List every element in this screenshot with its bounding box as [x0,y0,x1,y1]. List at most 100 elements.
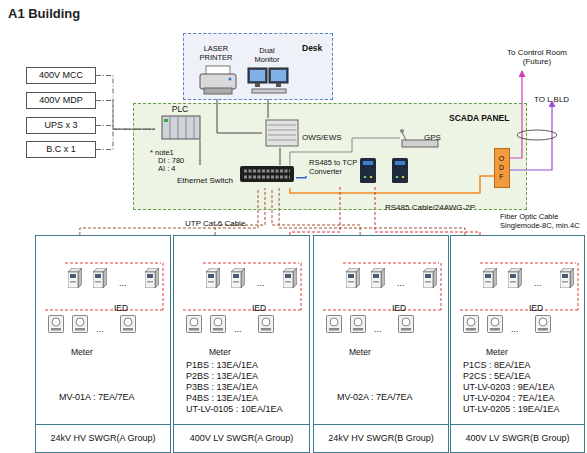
group-footer: 24kV HV SWGR(A Group) [35,424,171,453]
monitor-frame [269,68,288,83]
label-text: 400V LV SWGR(A Group) [190,433,293,444]
connector [200,140,201,165]
note-text: AI : 4 [158,165,176,173]
label-text: Dual Monitor [249,46,285,64]
desk-fill [183,33,333,100]
label-text: 400V LV SWGR(B Group) [466,433,570,444]
panel-fill [133,103,527,210]
ied-icon [283,268,297,288]
plc-led [164,119,168,122]
label-text: RS485 to TCP Converter [309,158,361,176]
text-slot: 400V LV SWGR(A Group) [174,425,309,452]
connector [290,176,494,193]
connector [80,188,258,235]
cable-label: Fiber Optic Cable Singlemode-8C, min.4C [500,212,585,230]
switch-ports [244,171,290,177]
destination-label: TO L BLD [534,95,569,104]
text-slot: ... [234,318,242,336]
printer-led [229,78,232,81]
plc-rack [162,116,200,139]
gps-antenna-tip [400,129,404,133]
label-text: LASER PRINTER [193,44,239,62]
label-text: Meter [209,347,231,357]
ows-device: OWS/EWS [262,118,346,148]
text-slot: ... [96,318,104,336]
label-text: B.C x 1 [46,144,76,155]
text-slot: ... [511,318,519,336]
label-text: P1CS : 8EA/1EA [463,360,531,371]
group-footer: 400V LV SWGR(A Group) [173,424,310,453]
meter-icon [488,316,503,333]
label-text: Ethernet Switch [177,176,233,186]
source-box: 400V MCC [26,67,96,84]
meter-icon [259,316,274,333]
text-slot: OWS/EWS [302,126,342,144]
label-text: ODF [498,154,505,181]
source-box: B.C x 1 [26,141,96,158]
label-text: Meter [349,347,371,357]
connector [96,126,155,130]
label-text: UT-LV-0203 : 9EA/1EA [463,382,554,393]
ied-icon [560,268,574,288]
text-slot: A1 Building [8,4,80,22]
text-slot: 24kV HV SWGR(A Group) [36,425,170,452]
destination-label: To Control Room (Future) [498,48,576,66]
meter-icon [121,316,136,333]
text-slot: ODF [498,154,505,181]
ied-icon [68,268,82,288]
ethernet-switch: Ethernet Switch [175,165,296,188]
group-footer: 400V LV SWGR(B Group) [450,424,585,453]
switchgear-group: IEDMeterMV-01A : 7EA/7EA24kV HV SWGR(A G… [35,235,171,453]
meter-icon [211,316,226,333]
switchgear-group: IED MeterMV-02A : 7EA/7EA 24kV HV SWGR(B G… [313,235,449,453]
ied-icon [371,268,385,288]
note-text: * note1 [150,149,174,157]
label-text: MV-02A : 7EA/7EA [337,392,413,403]
ied-icon [508,268,522,288]
plc-modules [170,116,194,139]
connector [96,129,155,149]
text-slot: B.C x 1 [27,142,95,157]
text-slot: IED [252,297,266,315]
text-slot: ... [119,272,127,290]
meter-icon [49,316,64,333]
monitor-frame [248,68,267,83]
monitor-stand [276,83,281,87]
source-box: 400V MDP [26,92,96,109]
text-slot: 24kV HV SWGR(B Group) [314,425,448,452]
fiber-line [510,71,522,158]
label-text: P1BS : 13EA/1EA [186,360,258,371]
ied-icon [423,268,437,288]
switch-body [240,166,294,182]
text-slot: To Control Room (Future) [498,48,576,66]
ied-icon [346,268,360,288]
cable-label: UTP Cat.6 Cable [185,219,245,228]
label-text: MV-01A : 7EA/7EA [59,392,135,403]
ied-icon [231,268,245,288]
converter-icon [360,158,376,183]
label-text: IED [392,303,406,313]
meter-icon [351,316,366,333]
text-slot: SCADA PANEL [449,107,509,125]
text-slot: 400V MDP [27,93,95,108]
label-text: Meter [71,347,93,357]
label-text: P3BS : 13EA/1EA [186,382,258,393]
cable-bundle [517,130,557,140]
gps-device: GPS [400,126,452,150]
text-slot: Meter [71,341,93,359]
text-slot: RS485 to TCP Converter [309,158,361,176]
text-slot: Fiber Optic Cable Singlemode-8C, min.4C [500,212,585,230]
printer-device: LASER PRINTER [193,44,241,99]
monitor-device: Dual Monitor [245,46,291,99]
ied-icon [483,268,497,288]
keyboard [252,89,286,93]
printer-body [200,74,236,89]
ows-slots [268,125,296,140]
connector [280,148,281,165]
text-slot: Ethernet Switch [177,169,233,187]
desk-area: DeskLASER PRINTERDual Monitor [183,33,333,100]
text-slot: ... [257,272,265,290]
text-slot: GPS [424,126,441,144]
meter-icon [464,316,479,333]
